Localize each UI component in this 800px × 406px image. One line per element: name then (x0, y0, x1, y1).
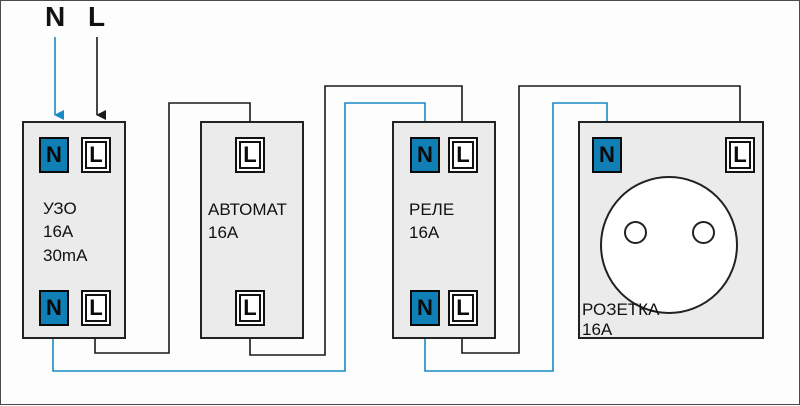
socket-face (600, 176, 738, 314)
live-supply-label: L (88, 1, 106, 32)
socket-neutral-terminal: N (592, 137, 622, 173)
rcd-bottom-live-terminal: L (81, 290, 111, 326)
relay-bottom-neutral-terminal: N (410, 290, 440, 326)
rcd-label-line3: 30mA (43, 246, 88, 265)
socket-live-terminal: L (725, 137, 755, 173)
breaker-top-live-terminal: L (235, 137, 265, 173)
relay-device (392, 121, 496, 339)
rcd-top-neutral-terminal: N (39, 137, 69, 173)
relay-label-line1: РЕЛЕ (409, 200, 455, 219)
live-wire-relay-to-socket (461, 85, 741, 354)
rcd-label-line1: УЗО (43, 199, 77, 218)
neutral-wire-rcd-to-relay (52, 102, 426, 372)
neutral-supply-label: N (45, 1, 66, 32)
relay-bottom-live-terminal: L (448, 290, 478, 326)
live-wire-rcd-to-breaker (94, 102, 251, 354)
live-wire-breaker-to-relay (249, 85, 463, 356)
breaker-label-line1: АВТОМАТ (208, 200, 287, 219)
relay-top-live-terminal: L (448, 137, 478, 173)
relay-top-neutral-terminal: N (410, 137, 440, 173)
rcd-bottom-neutral-terminal: N (39, 290, 69, 326)
breaker-bottom-live-terminal: L (235, 290, 265, 326)
rcd-label-line2: 16А (43, 222, 74, 241)
relay-label-line2: 16А (409, 223, 440, 242)
socket-pin-hole-left (624, 221, 647, 244)
neutral-wire-relay-to-socket (424, 102, 608, 372)
socket-pin-hole-right (692, 221, 715, 244)
socket-label-line1: РОЗЕТКА (582, 300, 660, 319)
breaker-label-line2: 16А (208, 223, 239, 242)
socket-label-line2: 16А (582, 320, 613, 339)
rcd-top-live-terminal: L (81, 137, 111, 173)
